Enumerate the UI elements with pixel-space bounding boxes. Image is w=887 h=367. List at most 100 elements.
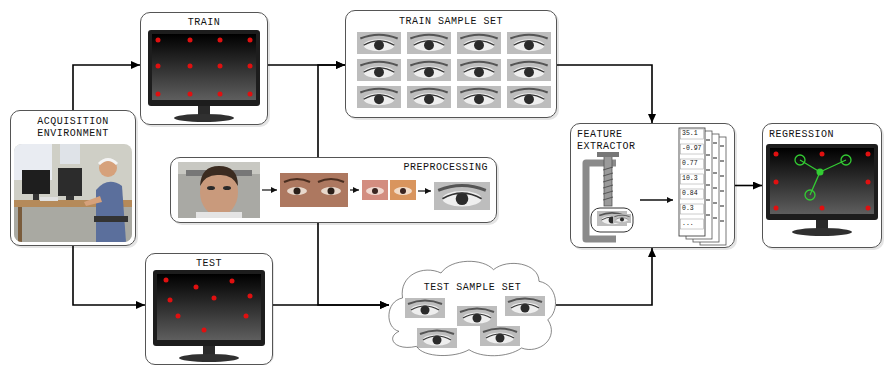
feature-vector-cards	[681, 219, 704, 229]
train-monitor	[188, 64, 193, 69]
feature-vector-cards	[720, 175, 724, 176]
flow-arrow	[318, 223, 389, 305]
regression-monitor	[766, 144, 878, 236]
box-fill	[389, 261, 556, 355]
regression-monitor	[805, 190, 815, 200]
preprocessing-steps	[394, 187, 412, 195]
feature-value: 0.3	[682, 205, 694, 213]
vise-icon	[603, 197, 613, 200]
train-monitor	[248, 92, 253, 97]
feature-value: 35.1	[682, 130, 698, 138]
regression-monitor	[866, 206, 871, 211]
cloud-outline	[385, 258, 560, 358]
train-eye-grid	[407, 59, 451, 81]
preprocessing-steps	[372, 188, 378, 194]
lab-photo	[99, 159, 117, 177]
train-eye-grid	[357, 32, 551, 108]
stage-title: PREPROCESSING	[403, 162, 488, 174]
test-monitor	[176, 314, 181, 319]
lab-photo	[99, 160, 117, 165]
test-monitor	[248, 294, 253, 299]
stage-box: TRAIN	[140, 12, 268, 125]
vise-icon	[597, 152, 619, 157]
preprocessing-steps	[223, 186, 231, 190]
regression-monitor	[774, 180, 779, 185]
lab-photo	[66, 196, 74, 200]
vise-icon	[603, 167, 613, 170]
box-fill	[170, 157, 497, 223]
stage-title: TRAIN	[188, 17, 221, 29]
lab-photo	[94, 216, 128, 222]
train-eye-grid	[407, 32, 451, 54]
regression-monitor	[810, 172, 820, 195]
stage-box: TEST	[145, 253, 273, 365]
preprocessing-steps	[328, 188, 335, 195]
regression-monitor	[820, 152, 825, 157]
box-fill	[10, 110, 136, 246]
test-eye-samples	[457, 306, 497, 326]
regression-monitor	[795, 155, 851, 200]
regression-monitor	[774, 152, 871, 211]
regression-monitor	[774, 206, 779, 211]
feature-vector-cards	[720, 205, 724, 206]
vise-icon	[640, 199, 673, 201]
box-fill	[140, 12, 268, 125]
preprocessing-steps	[434, 182, 490, 210]
stage-title: TEST SAMPLE SET	[424, 282, 522, 294]
test-eye-samples	[480, 326, 520, 346]
regression-monitor	[795, 155, 805, 165]
preprocessing-steps	[321, 187, 341, 195]
lab-photo	[84, 196, 102, 206]
feature-vector-cards	[706, 199, 710, 200]
sample-cloud: TEST SAMPLE SET	[385, 258, 560, 358]
regression-monitor	[841, 155, 851, 165]
feature-vector-cards	[706, 214, 710, 215]
preprocessing-steps	[207, 186, 215, 190]
box-fill	[345, 10, 557, 118]
train-eye-grid	[507, 59, 551, 81]
train-eye-grid	[357, 59, 401, 81]
vise-icon	[603, 185, 613, 188]
stage-title: REGRESSION	[769, 129, 834, 141]
preprocessing-steps	[280, 173, 348, 207]
vise-icon	[604, 156, 612, 206]
preprocessing-steps	[362, 180, 388, 200]
preprocessing-steps	[284, 179, 310, 182]
preprocessing-steps	[318, 179, 344, 182]
test-monitor	[212, 296, 217, 301]
lab-photo	[22, 170, 50, 194]
train-monitor	[156, 64, 161, 69]
train-eye-grid	[407, 86, 451, 108]
box-fill	[10, 10, 884, 365]
regression-monitor	[820, 206, 825, 211]
stage-title: TRAIN SAMPLE SET	[399, 16, 503, 28]
regression-monitor	[866, 152, 871, 157]
feature-vector-cards	[706, 140, 724, 221]
test-monitor	[153, 270, 265, 362]
preprocessing-steps	[196, 212, 242, 218]
feature-value: -0.97	[682, 145, 702, 153]
feature-vector-cards	[713, 202, 717, 203]
feature-vector-cards	[679, 128, 705, 236]
flow-arrow	[73, 246, 145, 305]
box-fill	[145, 253, 273, 365]
lab-photo	[40, 197, 58, 201]
train-monitor	[156, 92, 161, 97]
preprocessing-steps	[418, 190, 431, 191]
feature-vector-cards	[706, 184, 710, 185]
preprocessing-steps	[287, 187, 307, 195]
feature-vector-cards	[681, 189, 704, 199]
preprocessing-steps	[178, 162, 260, 218]
stage-title: ACQUISITION ENVIRONMENT	[17, 116, 129, 140]
stage-title: TEST	[196, 258, 222, 270]
preprocessing-steps	[400, 188, 406, 194]
stage-box: REGRESSION	[762, 123, 882, 248]
train-eye-grid	[457, 59, 501, 81]
flow-arrow	[556, 248, 652, 305]
feature-vector-cards	[706, 154, 710, 155]
test-eye-samples	[405, 298, 445, 318]
flow-arrow	[557, 65, 652, 123]
stage-box: PREPROCESSING	[170, 157, 497, 223]
